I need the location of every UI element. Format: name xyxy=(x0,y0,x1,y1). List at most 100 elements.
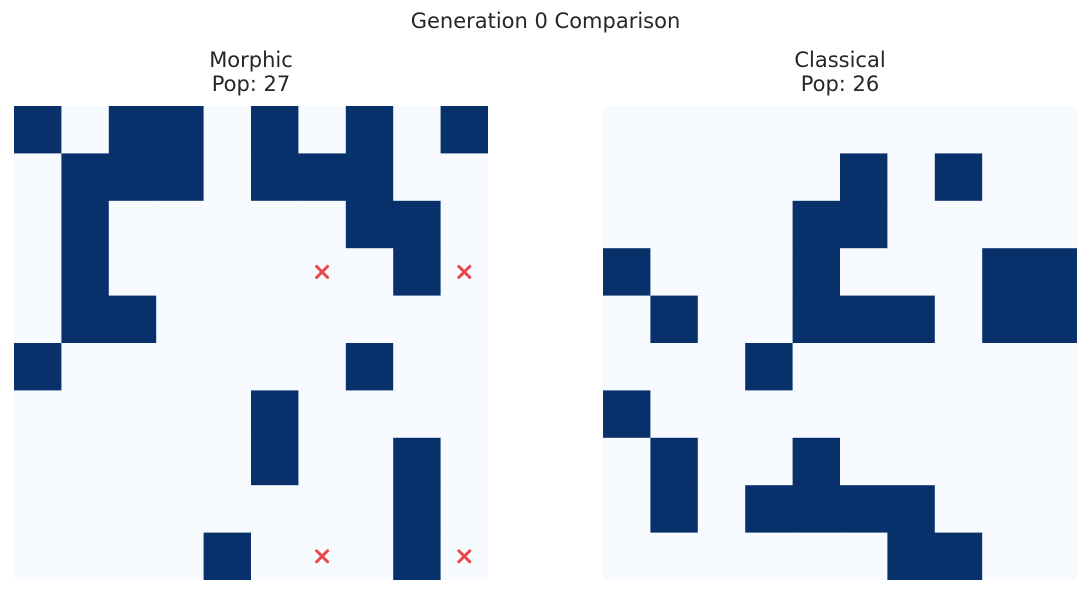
classical-cell-7-7 xyxy=(934,437,983,486)
classical-cell-3-2 xyxy=(697,248,746,297)
morphic-cell-3-2 xyxy=(108,248,157,297)
morphic-cell-0-9 xyxy=(440,106,488,154)
classical-cell-2-7 xyxy=(934,200,983,249)
classical-cell-2-3 xyxy=(745,200,794,249)
classical-cell-5-0 xyxy=(603,343,651,391)
classical-grid xyxy=(603,106,1077,580)
classical-cell-4-9 xyxy=(1029,295,1077,344)
morphic-cell-6-0 xyxy=(14,390,62,439)
morphic-cell-0-3 xyxy=(156,106,205,154)
classical-panel-title: Classical Pop: 26 xyxy=(603,48,1077,96)
classical-cell-1-3 xyxy=(745,153,794,202)
classical-cell-9-6 xyxy=(887,532,936,580)
morphic-cell-7-5 xyxy=(251,437,299,486)
morphic-cell-6-3 xyxy=(156,390,205,439)
classical-cell-3-1 xyxy=(650,248,699,297)
morphic-cell-6-7 xyxy=(345,390,394,439)
classical-cell-5-7 xyxy=(934,343,983,391)
classical-cell-1-1 xyxy=(650,153,699,202)
morphic-grid xyxy=(14,106,488,580)
morphic-cell-8-8 xyxy=(393,485,442,534)
classical-cell-2-8 xyxy=(982,200,1031,249)
morphic-cell-3-7 xyxy=(345,248,394,297)
classical-cell-9-1 xyxy=(650,532,699,580)
morphic-cell-1-3 xyxy=(156,153,205,202)
morphic-cell-3-8 xyxy=(393,248,442,297)
classical-cell-9-2 xyxy=(697,532,746,580)
morphic-cell-2-1 xyxy=(61,200,110,249)
classical-cell-6-9 xyxy=(1029,390,1077,439)
morphic-cell-1-1 xyxy=(61,153,110,202)
classical-cell-7-5 xyxy=(840,437,888,486)
morphic-cell-7-9 xyxy=(440,437,488,486)
classical-cell-0-7 xyxy=(934,106,983,154)
morphic-cell-5-7 xyxy=(345,343,394,391)
classical-cell-6-4 xyxy=(792,390,841,439)
morphic-cell-4-7 xyxy=(345,295,394,344)
classical-cell-5-1 xyxy=(650,343,699,391)
morphic-cell-2-5 xyxy=(251,200,299,249)
classical-cell-8-5 xyxy=(840,485,888,534)
morphic-cell-1-9 xyxy=(440,153,488,202)
morphic-cell-1-2 xyxy=(108,153,157,202)
classical-cell-0-9 xyxy=(1029,106,1077,154)
classical-cell-0-3 xyxy=(745,106,794,154)
classical-cell-1-7 xyxy=(934,153,983,202)
morphic-population: Pop: 27 xyxy=(211,72,291,96)
morphic-cell-4-9 xyxy=(440,295,488,344)
morphic-cell-0-8 xyxy=(393,106,442,154)
classical-cell-1-5 xyxy=(840,153,888,202)
morphic-cell-9-4 xyxy=(203,532,252,580)
morphic-cell-4-5 xyxy=(251,295,299,344)
classical-cell-9-3 xyxy=(745,532,794,580)
classical-cell-1-6 xyxy=(887,153,936,202)
classical-cell-7-1 xyxy=(650,437,699,486)
classical-cell-3-4 xyxy=(792,248,841,297)
morphic-cell-7-6 xyxy=(298,437,347,486)
morphic-cell-1-7 xyxy=(345,153,394,202)
morphic-cell-8-7 xyxy=(345,485,394,534)
classical-cell-0-6 xyxy=(887,106,936,154)
classical-cell-6-0 xyxy=(603,390,651,439)
morphic-panel-title: Morphic Pop: 27 xyxy=(14,48,488,96)
morphic-cell-3-1 xyxy=(61,248,110,297)
morphic-cell-5-6 xyxy=(298,343,347,391)
morphic-cell-0-1 xyxy=(61,106,110,154)
classical-cell-9-5 xyxy=(840,532,888,580)
morphic-cell-1-4 xyxy=(203,153,252,202)
classical-cell-2-9 xyxy=(1029,200,1077,249)
morphic-cell-6-1 xyxy=(61,390,110,439)
morphic-cell-8-1 xyxy=(61,485,110,534)
morphic-cell-1-8 xyxy=(393,153,442,202)
morphic-cell-7-3 xyxy=(156,437,205,486)
morphic-cell-7-1 xyxy=(61,437,110,486)
classical-cell-1-4 xyxy=(792,153,841,202)
classical-cell-3-8 xyxy=(982,248,1031,297)
classical-cell-9-0 xyxy=(603,532,651,580)
morphic-cell-4-0 xyxy=(14,295,62,344)
morphic-title: Morphic xyxy=(209,48,293,72)
classical-cell-6-8 xyxy=(982,390,1031,439)
classical-cell-6-7 xyxy=(934,390,983,439)
morphic-cell-8-3 xyxy=(156,485,205,534)
classical-cell-7-8 xyxy=(982,437,1031,486)
classical-cell-2-1 xyxy=(650,200,699,249)
classical-cell-9-8 xyxy=(982,532,1031,580)
classical-cell-6-2 xyxy=(697,390,746,439)
classical-cell-8-3 xyxy=(745,485,794,534)
morphic-cell-4-2 xyxy=(108,295,157,344)
classical-cell-0-8 xyxy=(982,106,1031,154)
morphic-cell-3-3 xyxy=(156,248,205,297)
classical-cell-5-8 xyxy=(982,343,1031,391)
morphic-cell-9-8 xyxy=(393,532,442,580)
classical-cell-4-3 xyxy=(745,295,794,344)
classical-cell-2-0 xyxy=(603,200,651,249)
classical-cell-4-5 xyxy=(840,295,888,344)
morphic-cell-0-7 xyxy=(345,106,394,154)
morphic-cell-6-2 xyxy=(108,390,157,439)
classical-cell-7-0 xyxy=(603,437,651,486)
classical-cell-6-5 xyxy=(840,390,888,439)
morphic-cell-6-9 xyxy=(440,390,488,439)
morphic-cell-9-2 xyxy=(108,532,157,580)
classical-title: Classical xyxy=(794,48,886,72)
